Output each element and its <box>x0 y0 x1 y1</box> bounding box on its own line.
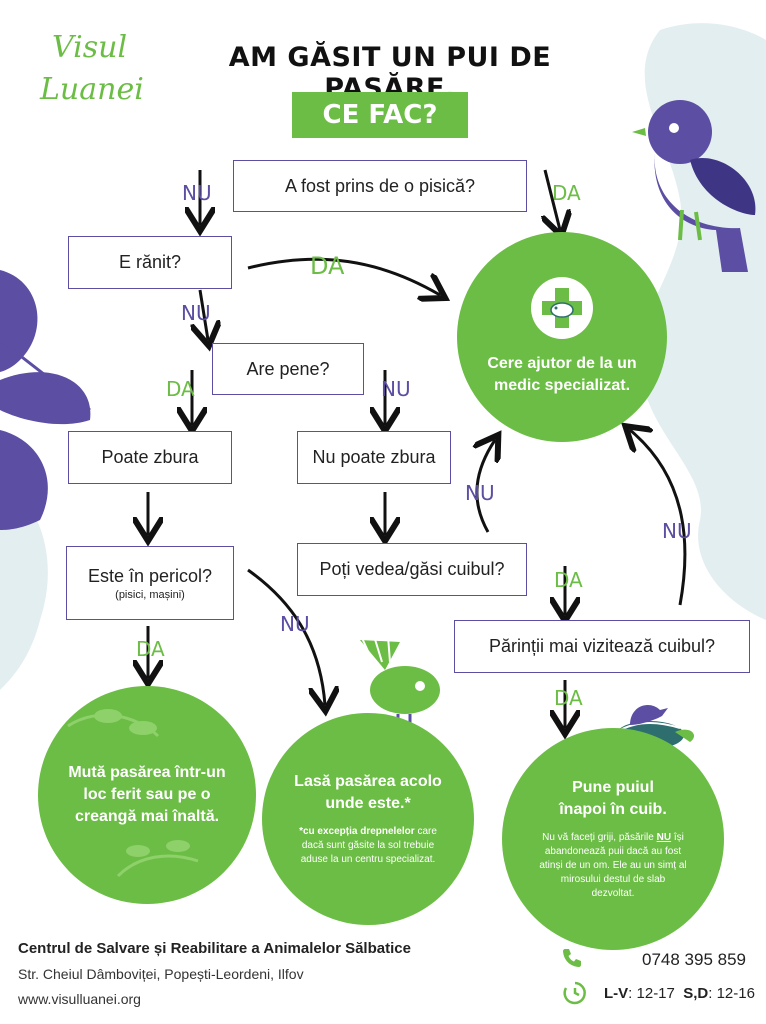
address: Str. Cheiul Dâmboviței, Popești-Leordeni… <box>18 966 304 982</box>
label-nu: NU <box>182 181 212 205</box>
outcome-nest: Pune puiul înapoi în cuib. Nu vă faceți … <box>502 728 724 950</box>
label-nu: NU <box>280 612 310 636</box>
label-da: DA <box>166 377 195 401</box>
question-parents: Părinții mai vizitează cuibul? <box>454 620 750 673</box>
leaf-decoration <box>0 270 91 530</box>
bird-icon <box>632 100 756 272</box>
label-nu: NU <box>662 519 692 543</box>
leave-note: *cu excepția drepnelelor care dacă sunt … <box>299 826 437 865</box>
leaf-decoration <box>67 709 199 878</box>
vet-cross-icon <box>531 277 593 339</box>
page-subtitle: CE FAC? <box>292 92 468 138</box>
nest-note: Nu vă faceți griji, păsările NU își aban… <box>539 832 687 899</box>
logo: Visul <box>52 30 128 65</box>
question-cat: A fost prins de o pisică? <box>233 160 527 212</box>
website-link[interactable]: www.visulluanei.org <box>18 991 141 1007</box>
organization-name: Centrul de Salvare și Reabilitare a Anim… <box>18 940 411 957</box>
question-can-fly: Poate zbura <box>68 431 232 484</box>
question-danger: Este în pericol? (pisici, mașini) <box>66 546 234 620</box>
label-da: DA <box>554 686 583 710</box>
danger-note: (pisici, mașini) <box>115 588 185 601</box>
label-da: DA <box>552 181 581 205</box>
label-da: DA <box>554 568 583 592</box>
label-nu: NU <box>465 481 495 505</box>
phone-icon <box>563 949 581 967</box>
outcome-vet: Cere ajutor de la un medic specializat. <box>457 232 667 442</box>
label-da: DA <box>310 252 345 280</box>
question-cannot-fly: Nu poate zbura <box>297 431 451 484</box>
logo-subtext: Luanei <box>40 72 144 107</box>
label-da: DA <box>136 637 165 661</box>
question-injured: E rănit? <box>68 236 232 289</box>
bird-icon <box>360 635 440 726</box>
page-title: AM GĂSIT UN PUI DE PASĂRE. <box>228 42 552 104</box>
clock-icon <box>563 981 586 1005</box>
question-feathers: Are pene? <box>212 343 364 395</box>
phone-number[interactable]: 0748 395 859 <box>642 950 746 969</box>
opening-hours: L-V: 12-17 S,D: 12-16 <box>604 985 755 1002</box>
outcome-move: Mută pasărea într-un loc ferit sau pe o … <box>38 686 256 904</box>
label-nu: NU <box>181 301 211 325</box>
label-nu: NU <box>381 377 411 401</box>
question-nest: Poți vedea/găsi cuibul? <box>297 543 527 596</box>
outcome-leave: Lasă pasărea acolo unde este.* *cu excep… <box>262 713 474 925</box>
